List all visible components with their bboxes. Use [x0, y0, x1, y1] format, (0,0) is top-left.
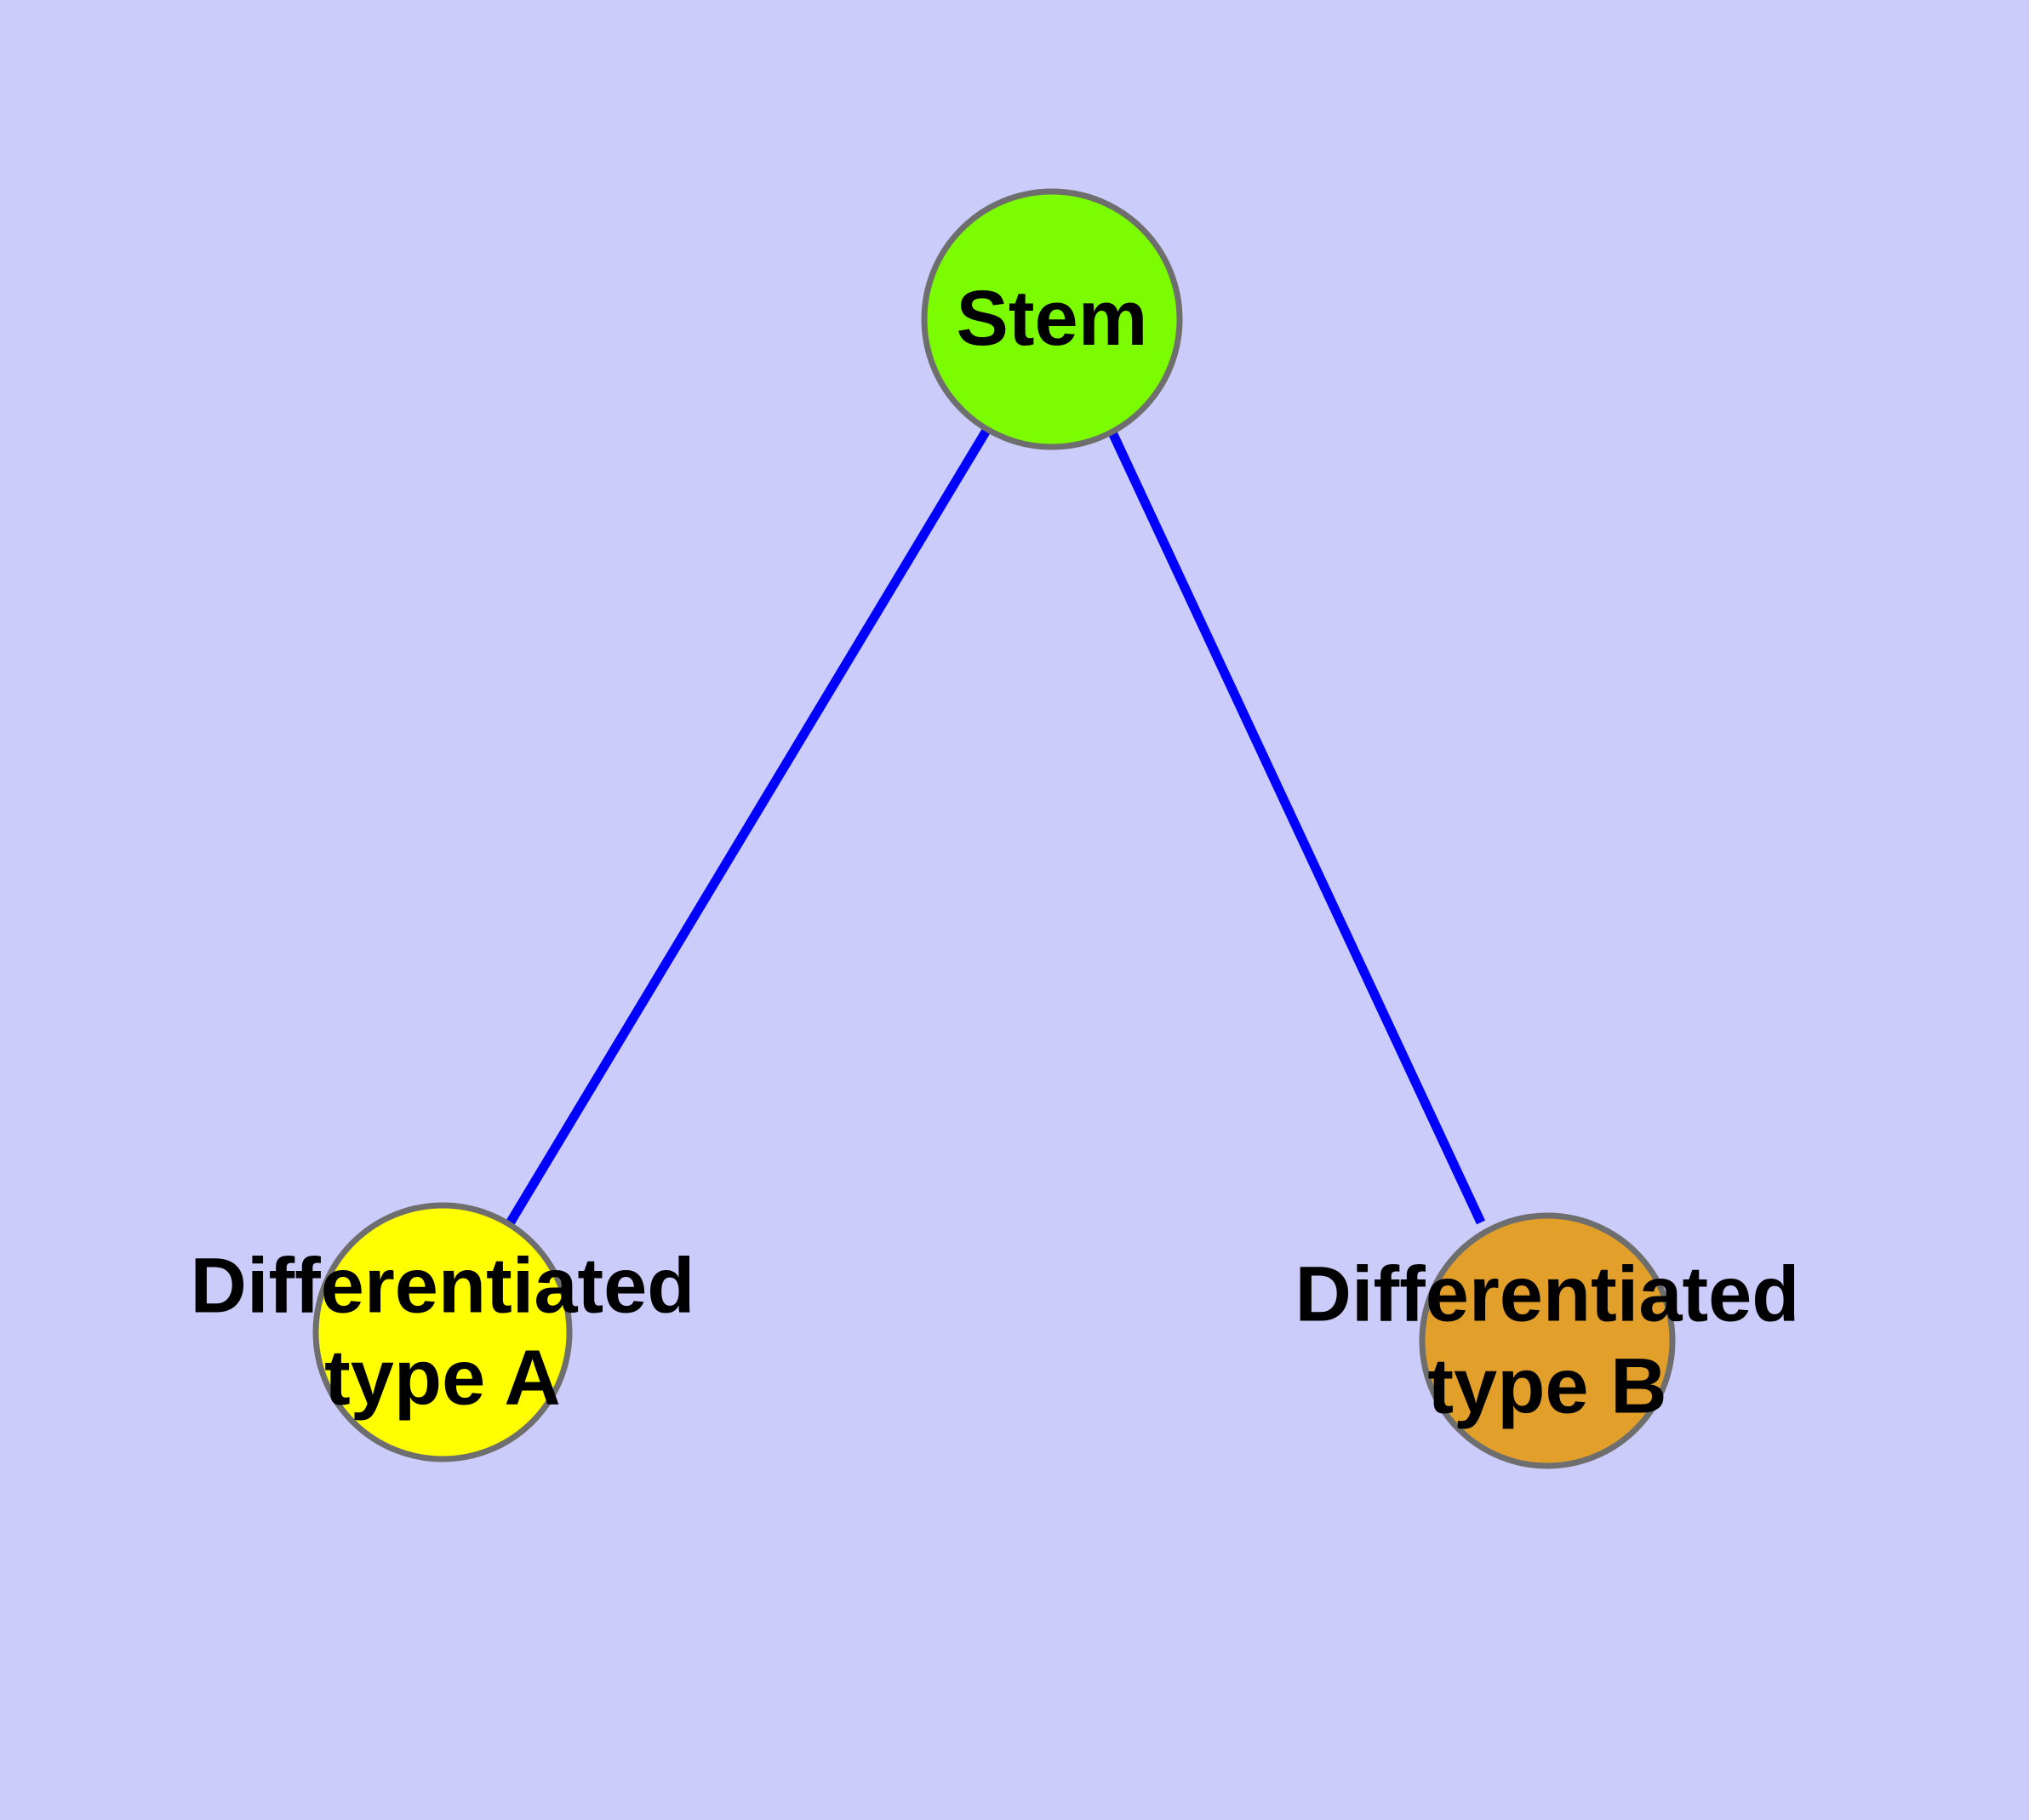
graph-node-diff-b[interactable] — [1419, 1212, 1676, 1469]
graph-edge[interactable] — [506, 426, 992, 1226]
node-layer — [312, 188, 1676, 1469]
graph-node-stem[interactable] — [921, 188, 1183, 450]
graph-node-diff-a[interactable] — [312, 1202, 573, 1462]
graph-edge[interactable] — [1108, 430, 1485, 1225]
edge-layer — [506, 426, 1485, 1226]
